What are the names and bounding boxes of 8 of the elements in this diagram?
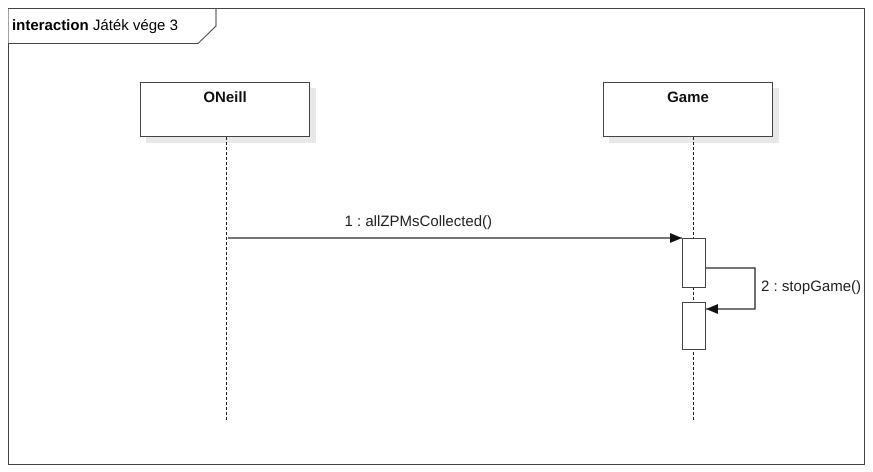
activation-bar — [682, 238, 706, 288]
message-label: 1 : allZPMsCollected() — [344, 213, 494, 230]
message-arrow — [706, 267, 756, 314]
message-arrow — [228, 233, 682, 243]
activation-bar — [682, 302, 706, 350]
message-label: 2 : stopGame() — [760, 278, 862, 295]
frame-title: interaction Játék vége 3 — [12, 17, 178, 34]
lifeline — [226, 137, 229, 420]
